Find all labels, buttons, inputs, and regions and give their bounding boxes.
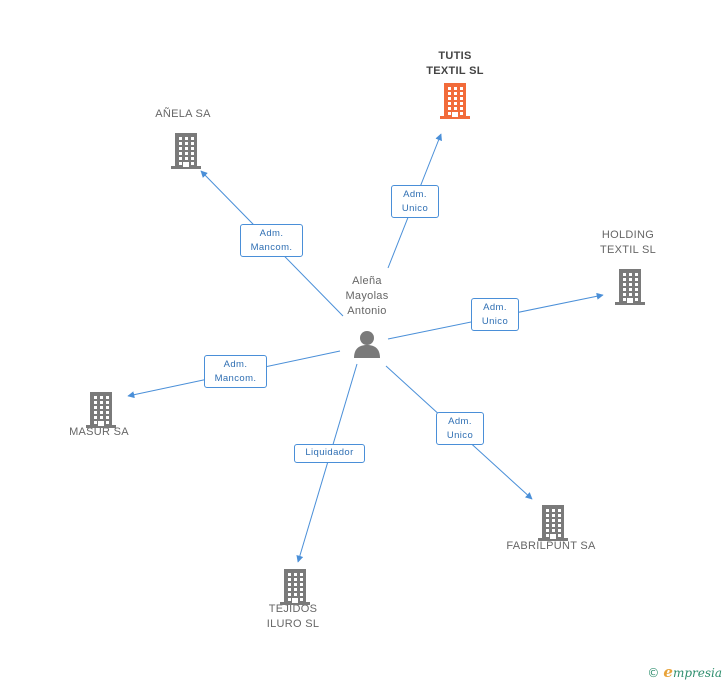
relation-label-holding[interactable]: Adm. Unico	[471, 298, 519, 331]
building-icon-masur[interactable]	[86, 392, 116, 433]
copyright-symbol: ©	[647, 666, 660, 680]
building-icon-holding[interactable]	[615, 269, 645, 310]
relation-label-tejidos[interactable]: Liquidador	[294, 444, 365, 463]
company-name-anela[interactable]: AÑELA SA	[155, 108, 211, 120]
relation-label-anela[interactable]: Adm. Mancom.	[240, 224, 303, 257]
company-name-tejidos[interactable]: TEJIDOS ILURO SL	[266, 603, 320, 630]
person-name[interactable]: Aleña Mayolas Antonio	[345, 275, 389, 317]
edge-to-tejidos	[296, 363, 358, 563]
building-icon-tejidos[interactable]	[280, 569, 310, 610]
empresia-logo-initial: e	[663, 663, 673, 681]
empresia-logo-text: mpresia	[672, 666, 722, 680]
company-name-fabrilpunt[interactable]: FABRILPUNT SA	[506, 540, 596, 552]
relation-label-fabrilpunt[interactable]: Adm. Unico	[436, 412, 484, 445]
relation-label-masur[interactable]: Adm. Mancom.	[204, 355, 267, 388]
company-name-holding[interactable]: HOLDING TEXTIL SL	[599, 229, 657, 256]
building-icon-fabrilpunt[interactable]	[538, 505, 568, 546]
relation-label-tutis[interactable]: Adm. Unico	[391, 185, 439, 218]
footer-brand: ©empresia	[647, 663, 722, 681]
company-name-masur[interactable]: MASUR SA	[69, 426, 129, 438]
person-icon[interactable]	[352, 330, 382, 363]
building-icon-anela[interactable]	[171, 133, 201, 174]
company-name-tutis[interactable]: TUTIS TEXTIL SL	[426, 50, 484, 77]
building-icon-tutis[interactable]	[440, 83, 470, 124]
